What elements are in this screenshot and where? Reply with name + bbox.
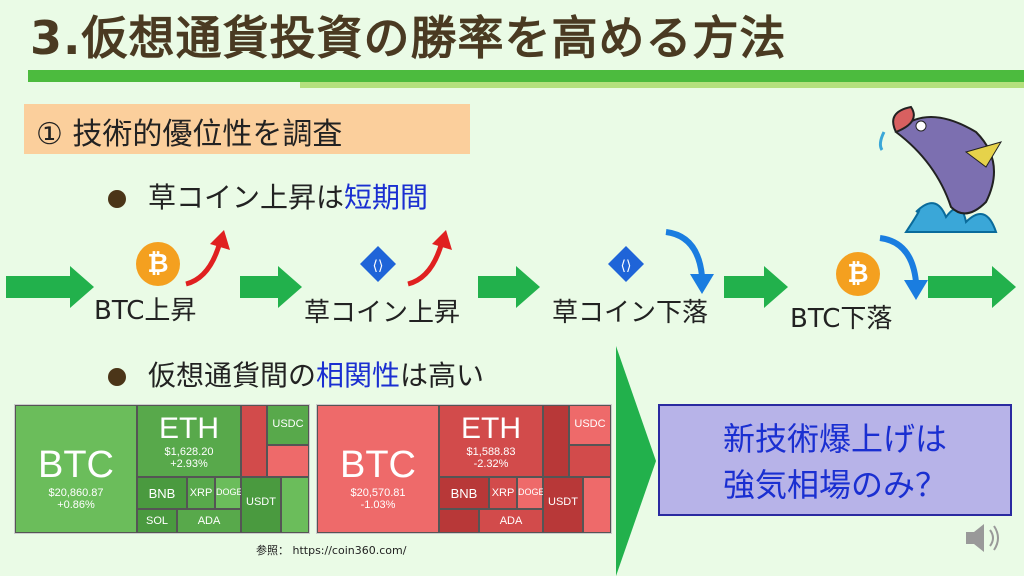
bullet-correlation: 仮想通貨間の相関性は高い [108, 354, 484, 394]
heatmap-tile-usdt: USDT [241, 477, 281, 533]
heatmap-tile-misc [543, 405, 569, 477]
flow-step-btc-down: BTC下落 [790, 304, 893, 334]
tile-change: -2.32% [473, 458, 509, 470]
bullet-dot [108, 368, 126, 386]
bullet-text: 草コイン上昇は [148, 181, 345, 214]
tile-price: $1,628.20 [164, 446, 214, 458]
axie-token-icon: ⟨⟩ [608, 246, 644, 282]
heatmap-tile-xrp: XRP [489, 477, 517, 509]
tile-name: SOL [145, 515, 168, 527]
tile-name: BNB [450, 486, 478, 501]
tile-name: DOGE [216, 487, 243, 497]
heatmap-tile-doge: DOGE [517, 477, 545, 509]
callout-line: 強気相場のみ？ [722, 466, 947, 504]
heatmap-tile-btc: BTC $20,570.81 -1.03% [317, 405, 439, 533]
tile-name: ADA [499, 515, 523, 527]
tile-name: XRP [189, 487, 213, 499]
section-header: ① 技術的優位性を調査 [36, 117, 343, 152]
bullet-short-term: 草コイン上昇は短期間 [108, 176, 428, 216]
axie-token-icon: ⟨⟩ [360, 246, 396, 282]
bitcoin-coin-icon: ₿ [136, 242, 180, 286]
callout-line: 新技術爆上げは [722, 420, 947, 458]
svg-text:⟨⟩: ⟨⟩ [621, 258, 632, 274]
bullet-highlight: 短期間 [344, 181, 429, 214]
tile-change: +2.93% [170, 458, 208, 470]
tile-price: $1,588.83 [466, 446, 516, 458]
flow-arrows [6, 266, 1016, 308]
bitcoin-coin-icon: ₿ [836, 252, 880, 296]
conclusion-callout: 新技術爆上げは 強気相場のみ？ [658, 404, 1012, 516]
flow-arrow-4 [724, 266, 788, 308]
heatmap-tile-misc [569, 445, 611, 477]
tile-price: $20,570.81 [350, 487, 406, 499]
flow-step-altcoin-down: 草コイン下落 [552, 298, 709, 328]
slide-title: 3.仮想通貨投資の勝率を高める方法 [30, 11, 787, 65]
flow-arrow-2 [240, 266, 302, 308]
crypto-heatmap-down: BTC $20,570.81 -1.03% ETH $1,588.83 -2.3… [316, 404, 612, 534]
red-up-arrow-icon [407, 230, 452, 287]
bullet-text: は高い [400, 359, 485, 392]
heatmap-tile-misc [281, 477, 309, 533]
heatmap-tile-ada: ADA [479, 509, 543, 533]
big-right-chevron [616, 346, 656, 576]
section-header-box [24, 104, 470, 154]
flow-step-btc-up: BTC上昇 [94, 296, 197, 326]
heatmap-tile-bnb: BNB [137, 477, 187, 509]
tile-name: ETH [159, 412, 219, 445]
heatmap-tile-usdt: USDT [543, 477, 583, 533]
heatmap-tile-misc [267, 445, 309, 477]
flow-arrow-1 [6, 266, 94, 308]
tile-name: USDT [246, 496, 276, 508]
tile-name: BNB [148, 486, 176, 501]
heatmap-tile-xrp: XRP [187, 477, 215, 509]
tile-name: XRP [491, 487, 515, 499]
heatmap-tile-bnb: BNB [439, 477, 489, 509]
tile-name: ADA [197, 515, 221, 527]
tile-name: BTC [38, 444, 114, 486]
bullet-dot [108, 190, 126, 208]
heatmap-tile-misc [241, 405, 267, 477]
title-underline-accent [300, 82, 1024, 88]
heatmap-tile-misc [583, 477, 611, 533]
tile-name: USDC [574, 418, 606, 430]
reference-link[interactable]: 参照： https://coin360.com/ [256, 544, 407, 557]
tile-name: USDC [272, 418, 304, 430]
heatmap-tile-usdc: USDC [267, 405, 309, 445]
heatmap-tile-btc: BTC $20,860.87 +0.86% [15, 405, 137, 533]
crypto-heatmap-up: BTC $20,860.87 +0.86% ETH $1,628.20 +2.9… [14, 404, 310, 534]
title-underline [28, 70, 1024, 82]
tile-change: -1.03% [360, 499, 396, 511]
heatmap-tile-usdc: USDC [569, 405, 611, 445]
flow-step-altcoin-up: 草コイン上昇 [304, 298, 461, 328]
tile-change: +0.86% [57, 499, 95, 511]
tile-name: BTC [340, 444, 416, 486]
heatmap-tile-eth: ETH $1,588.83 -2.32% [439, 405, 543, 477]
tile-name: DOGE [518, 487, 545, 497]
red-up-arrow-icon [185, 230, 230, 287]
tile-name: ETH [461, 412, 521, 445]
heatmap-tile-sol: SOL [137, 509, 177, 533]
speaker-icon[interactable] [962, 518, 1006, 558]
bullet-highlight: 相関性 [316, 359, 401, 392]
flow-arrow-5 [928, 266, 1016, 308]
bullet-text: 仮想通貨間の [148, 359, 317, 392]
heatmap-tile-misc [439, 509, 479, 533]
heatmap-tile-ada: ADA [177, 509, 241, 533]
heatmap-tile-eth: ETH $1,628.20 +2.93% [137, 405, 241, 477]
tile-price: $20,860.87 [48, 487, 104, 499]
svg-text:⟨⟩: ⟨⟩ [373, 258, 384, 274]
tile-name: USDT [548, 496, 578, 508]
heatmap-tile-doge: DOGE [215, 477, 243, 509]
blue-down-arrow-icon [665, 229, 714, 294]
flow-arrow-3 [478, 266, 540, 308]
jumping-fish-illustration [878, 105, 1003, 233]
blue-down-arrow-icon [879, 235, 928, 300]
